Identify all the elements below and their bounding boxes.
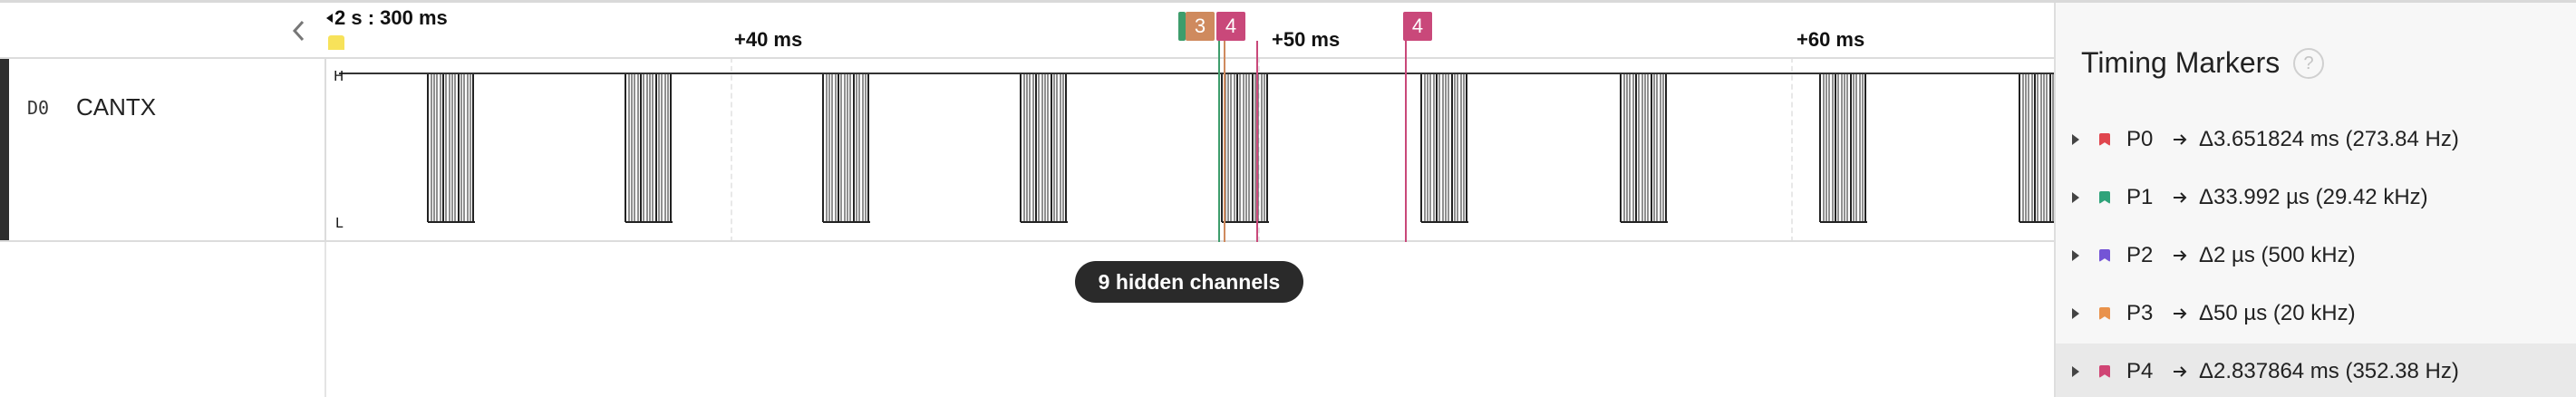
marker-delta-value: Δ50 µs (20 kHz) [2199, 301, 2356, 325]
expand-caret-icon[interactable] [2072, 366, 2079, 377]
hidden-channels-button[interactable]: 9 hidden channels [1075, 261, 1303, 303]
marker-flag-p1[interactable] [1178, 12, 1186, 41]
marker-color-flag-icon [2099, 133, 2110, 146]
tick-label: +60 ms [1796, 28, 1865, 51]
signal-burst [1020, 73, 1068, 223]
marker-name: P0 [2126, 127, 2154, 151]
arrow-right-icon [2174, 134, 2187, 145]
level-high-label: H [334, 68, 344, 84]
marker-row-p2[interactable]: P2 Δ2 µs (500 kHz) [2056, 228, 2576, 284]
waveform-canvas[interactable]: H L [326, 59, 2054, 240]
channel-color-bar [0, 59, 9, 240]
panel-title: Timing Markers [2081, 46, 2281, 79]
channel-id: D0 [27, 97, 50, 119]
marker-line-4-end[interactable] [1405, 41, 1407, 242]
marker-line-p1[interactable] [1218, 41, 1220, 242]
origin-arrow-icon [326, 14, 333, 23]
signal-burst [1620, 73, 1668, 223]
timing-markers-panel: Timing Markers ? P0 Δ3.651824 ms (273.84… [2054, 3, 2576, 397]
channel-name: CANTX [76, 93, 157, 121]
marker-row-p1[interactable]: P1 Δ33.992 µs (29.42 kHz) [2056, 169, 2576, 226]
marker-name: P4 [2126, 359, 2154, 383]
marker-line-4-start[interactable] [1256, 41, 1258, 242]
marker-flag-4-end[interactable]: 4 [1403, 12, 1432, 41]
marker-flag-4-start[interactable]: 4 [1216, 12, 1245, 41]
arrow-right-icon [2174, 308, 2187, 319]
marker-row-p3[interactable]: P3 Δ50 µs (20 kHz) [2056, 286, 2576, 342]
marker-name: P1 [2126, 185, 2154, 209]
chevron-left-icon [292, 20, 305, 42]
arrow-right-icon [2174, 250, 2187, 261]
marker-delta-value: Δ33.992 µs (29.42 kHz) [2199, 185, 2428, 209]
marker-row-p0[interactable]: P0 Δ3.651824 ms (273.84 Hz) [2056, 111, 2576, 168]
arrow-right-icon [2174, 192, 2187, 203]
marker-name: P3 [2126, 301, 2154, 325]
marker-delta-value: Δ2.837864 ms (352.38 Hz) [2199, 359, 2459, 383]
marker-color-flag-icon [2099, 307, 2110, 320]
marker-color-flag-icon [2099, 191, 2110, 204]
expand-caret-icon[interactable] [2072, 134, 2079, 145]
collapse-panel-button[interactable] [286, 15, 313, 46]
tick-label: +40 ms [734, 28, 803, 51]
timeline-ruler[interactable]: 2 s : 300 ms +40 ms +50 ms +60 ms 3 4 4 [326, 3, 2054, 57]
signal-burst [2019, 73, 2054, 223]
marker-color-flag-icon [2099, 365, 2110, 378]
signal-burst [427, 73, 475, 223]
marker-name: P2 [2126, 243, 2154, 267]
label-column-divider [324, 242, 326, 397]
time-origin-label: 2 s : 300 ms [334, 6, 448, 29]
level-low-label: L [335, 215, 344, 231]
gridline [731, 57, 732, 242]
time-origin: 2 s : 300 ms [326, 6, 448, 30]
expand-caret-icon[interactable] [2072, 250, 2079, 261]
marker-row-p4[interactable]: P4 Δ2.837864 ms (352.38 Hz) [2056, 344, 2576, 397]
signal-burst [1420, 73, 1468, 223]
signal-burst [1819, 73, 1867, 223]
signal-burst [1221, 73, 1269, 223]
gridline [1258, 57, 1260, 242]
origin-marker-icon[interactable] [328, 35, 344, 50]
arrow-right-icon [2174, 366, 2187, 377]
signal-burst [625, 73, 673, 223]
marker-color-flag-icon [2099, 249, 2110, 262]
expand-caret-icon[interactable] [2072, 192, 2079, 203]
expand-caret-icon[interactable] [2072, 308, 2079, 319]
waveform-svg: H L [334, 68, 2054, 231]
tick-label: +50 ms [1272, 28, 1341, 51]
marker-delta-value: Δ3.651824 ms (273.84 Hz) [2199, 127, 2459, 151]
help-icon[interactable]: ? [2293, 48, 2324, 79]
marker-line-3[interactable] [1224, 41, 1225, 242]
marker-flag-3[interactable]: 3 [1186, 12, 1215, 41]
marker-delta-value: Δ2 µs (500 kHz) [2199, 243, 2356, 267]
channel-row-d0: D0 CANTX H L [0, 57, 2054, 242]
signal-burst [822, 73, 870, 223]
gridline [1791, 57, 1793, 242]
channel-label[interactable]: D0 CANTX [9, 59, 326, 240]
